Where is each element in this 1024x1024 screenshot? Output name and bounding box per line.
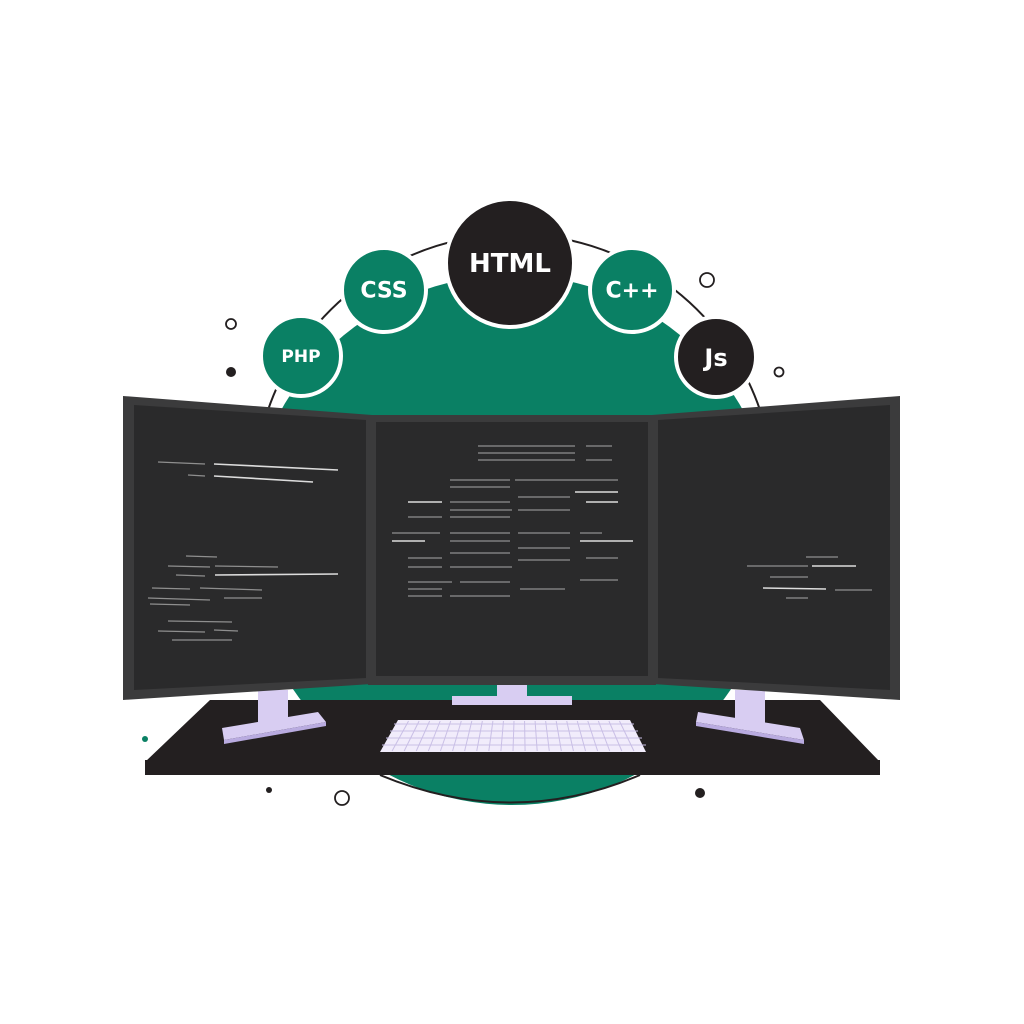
keyboard-key-divider [464,720,473,752]
code-line [157,630,206,633]
php-label: PHP [281,347,320,367]
code-line [213,475,314,483]
decor-ring [773,366,785,378]
code-line [175,574,206,577]
right-monitor [652,396,900,700]
center-monitor [368,415,656,685]
right-screen-code [747,556,872,599]
decor-dot [266,787,272,793]
right-monitor-stand [696,690,804,744]
code-line [213,629,239,632]
keyboard-key-divider [555,720,562,752]
keyboard-key-divider [415,720,431,752]
left-monitor [123,396,372,700]
code-line [151,587,191,590]
keyboard-key-divider [391,720,409,752]
php-badge: PHP [259,314,343,398]
cpp-badge: C++ [588,246,676,334]
css-label: CSS [360,279,407,304]
js-label: Js [702,344,727,372]
code-line [149,603,191,606]
code-line [762,587,827,590]
center-screen-code [392,445,633,597]
bottom-arc [379,774,641,804]
keyboard-key-divider [427,720,441,752]
code-line [147,597,211,601]
cpp-label: C++ [605,279,658,304]
keyboard-key-divider [576,720,587,752]
decor-ring [334,790,350,806]
js-badge: Js [674,315,758,399]
keyboard-key-divider [476,720,483,752]
keyboard-key-divider [587,720,599,752]
keyboard-key-divider [500,720,504,752]
left-monitor-stand [222,690,326,744]
code-line [167,620,233,623]
decor-dot [695,788,705,798]
keyboard-key-divider [524,720,526,752]
keyboard [380,720,646,752]
html-label: HTML [469,249,551,279]
keyboard-key-divider [608,720,623,752]
keyboard-key-divider [452,720,462,752]
decor-ring [699,272,715,288]
keyboard-key-divider [545,720,550,752]
decor-dot [142,736,148,742]
keyboard-key-divider [403,720,420,752]
left-screen-code [147,461,339,641]
keyboard-key-divider [512,720,515,752]
code-line [157,461,206,465]
decor-dot [226,367,236,377]
keyboard-key-divider [439,720,452,752]
css-badge: CSS [340,246,428,334]
keyboard-key-divider [619,720,635,752]
keyboard-key-divider [566,720,574,752]
code-line [167,565,211,568]
code-line [199,587,263,591]
code-line [214,573,339,576]
decor-ring [225,318,237,330]
keyboard-key-divider [597,720,611,752]
code-line [185,555,218,558]
code-line [214,565,279,568]
desk-edge [145,760,880,775]
code-line [213,463,339,471]
keyboard-key-divider [534,720,538,752]
code-line [187,474,206,477]
html-badge: HTML [444,197,576,329]
keyboard-key-divider [488,720,494,752]
